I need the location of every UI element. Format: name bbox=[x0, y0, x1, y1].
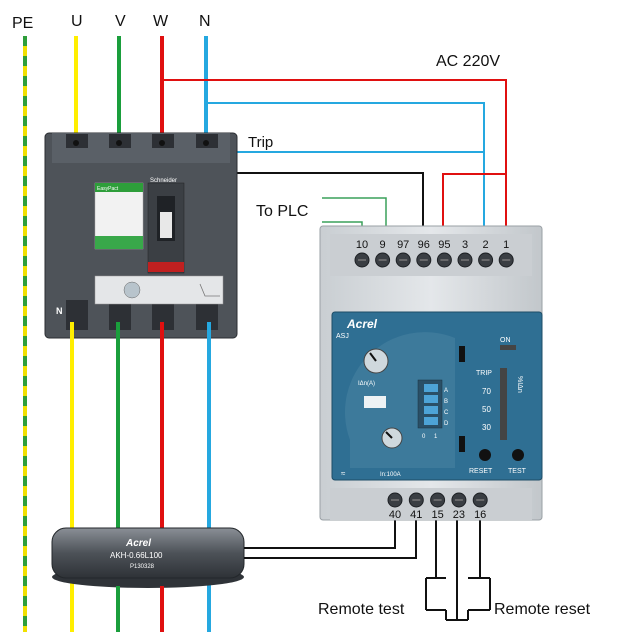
ct-wire-41 bbox=[244, 512, 417, 559]
current-transformer: Acrel AKH-0.66L100 P130328 bbox=[51, 527, 245, 588]
dip-letter-b: B bbox=[444, 399, 448, 405]
label-remote-reset: Remote reset bbox=[494, 601, 591, 618]
scale-unit: %IΔn bbox=[516, 376, 523, 393]
current-knob-label: IΔn(A) bbox=[358, 381, 375, 387]
relay-brand: Acrel bbox=[346, 317, 378, 331]
on-indicator bbox=[500, 345, 516, 350]
relay-model: ASJ bbox=[336, 333, 349, 340]
test-button[interactable] bbox=[512, 449, 524, 461]
ct-rating: In:100A bbox=[380, 472, 401, 478]
remote-switch-wiring bbox=[425, 512, 491, 621]
scale-50: 50 bbox=[482, 405, 491, 414]
breaker-brand: Schneider bbox=[150, 178, 177, 184]
relay-slot-top bbox=[459, 346, 465, 362]
dip-value-1: 1 bbox=[434, 434, 438, 440]
label-to-plc: To PLC bbox=[256, 203, 308, 220]
terminal-label-15: 15 bbox=[431, 509, 443, 521]
terminal-label-9: 9 bbox=[380, 239, 386, 251]
terminal-label-23: 23 bbox=[453, 509, 465, 521]
terminal-label-97: 97 bbox=[397, 239, 409, 251]
bottom-terminal-strip: 40 41 15 23 16 bbox=[387, 492, 488, 521]
scale-30: 30 bbox=[482, 423, 491, 432]
terminal-label-3: 3 bbox=[462, 239, 468, 251]
terminal-label-2: 2 bbox=[483, 239, 489, 251]
terminal-label-96: 96 bbox=[418, 239, 430, 251]
ct-serial: P130328 bbox=[130, 564, 155, 570]
terminal-label-1: 1 bbox=[503, 239, 509, 251]
scale-70: 70 bbox=[482, 387, 491, 396]
terminal-label-40: 40 bbox=[389, 509, 401, 521]
label-w: W bbox=[153, 13, 169, 30]
relay-led-window bbox=[364, 396, 386, 408]
breaker-series: EasyPact bbox=[97, 186, 119, 192]
label-ac-supply: AC 220V bbox=[436, 53, 500, 70]
circuit-breaker: EasyPact Schneider N bbox=[44, 132, 238, 339]
top-terminal-strip: 10 9 97 96 95 3 2 1 bbox=[354, 239, 514, 268]
terminal-label-95: 95 bbox=[438, 239, 450, 251]
relay-slot-bottom bbox=[459, 436, 465, 452]
dip-value-0: 0 bbox=[422, 434, 426, 440]
ct-brand: Acrel bbox=[125, 538, 151, 549]
label-n: N bbox=[199, 13, 211, 30]
ct-wire-40 bbox=[244, 512, 396, 549]
terminal-label-16: 16 bbox=[474, 509, 486, 521]
label-trip: Trip bbox=[248, 134, 273, 151]
leakage-bar bbox=[500, 368, 507, 440]
supply-wire-l bbox=[162, 79, 507, 252]
ct-model: AKH-0.66L100 bbox=[110, 551, 163, 560]
label-remote-test: Remote test bbox=[318, 601, 405, 618]
trip-indicator-label: TRIP bbox=[476, 370, 492, 377]
supply-wire-n bbox=[206, 102, 485, 252]
wave-icon: ≈ bbox=[341, 469, 346, 478]
label-pe: PE bbox=[12, 15, 33, 32]
label-u: U bbox=[71, 13, 83, 30]
dip-letter-d: D bbox=[444, 421, 449, 427]
dip-letter-c: C bbox=[444, 410, 449, 416]
reset-button-label: RESET bbox=[469, 468, 493, 475]
on-label: ON bbox=[500, 337, 511, 344]
dip-letter-a: A bbox=[444, 388, 448, 394]
test-button-label: TEST bbox=[508, 468, 527, 475]
reset-button[interactable] bbox=[479, 449, 491, 461]
breaker-n-mark: N bbox=[56, 306, 63, 316]
terminal-label-10: 10 bbox=[356, 239, 368, 251]
terminal-label-41: 41 bbox=[410, 509, 422, 521]
label-v: V bbox=[115, 13, 126, 30]
